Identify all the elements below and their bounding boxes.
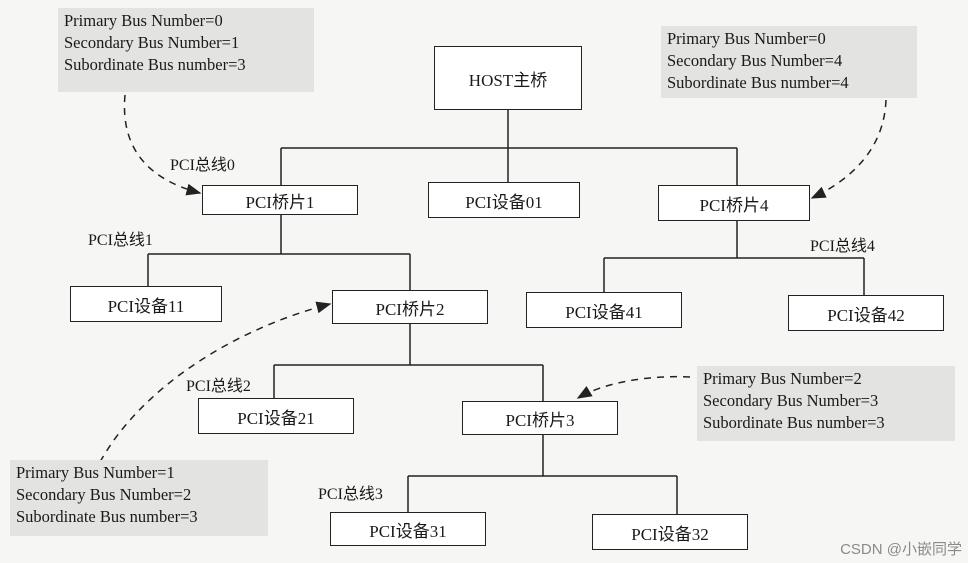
pci-device-42-node: PCI设备42 <box>788 295 944 331</box>
subordinate-bus-number: Subordinate Bus number=3 <box>16 507 198 526</box>
primary-bus-number: Primary Bus Number=1 <box>16 463 175 482</box>
host-bridge-node: HOST主桥 <box>434 46 582 110</box>
pci-bridge-4-node: PCI桥片4 <box>658 185 810 221</box>
bridge2-bus-number-note: Primary Bus Number=1 Secondary Bus Numbe… <box>10 460 268 536</box>
secondary-bus-number: Secondary Bus Number=2 <box>16 485 192 504</box>
secondary-bus-number: Secondary Bus Number=1 <box>64 33 240 52</box>
pci-bridge-1-node: PCI桥片1 <box>202 185 358 215</box>
bus-2-label: PCI总线2 <box>186 378 251 395</box>
pci-device-41-node: PCI设备41 <box>526 292 682 328</box>
bus-3-label: PCI总线3 <box>318 486 383 503</box>
primary-bus-number: Primary Bus Number=0 <box>64 11 223 30</box>
subordinate-bus-number: Subordinate Bus number=3 <box>703 413 885 432</box>
primary-bus-number: Primary Bus Number=2 <box>703 369 862 388</box>
bridge4-bus-number-note: Primary Bus Number=0 Secondary Bus Numbe… <box>661 26 917 98</box>
bus-4-label: PCI总线4 <box>810 238 875 255</box>
pci-device-01-node: PCI设备01 <box>428 182 580 218</box>
pci-device-31-node: PCI设备31 <box>330 512 486 546</box>
pci-device-21-node: PCI设备21 <box>198 398 354 434</box>
secondary-bus-number: Secondary Bus Number=3 <box>703 391 879 410</box>
bridge1-bus-number-note: Primary Bus Number=0 Secondary Bus Numbe… <box>58 8 314 92</box>
bus-1-label: PCI总线1 <box>88 232 153 249</box>
subordinate-bus-number: Subordinate Bus number=4 <box>667 73 849 92</box>
watermark-text: CSDN @小嵌同学 <box>840 541 962 558</box>
pci-device-11-node: PCI设备11 <box>70 286 222 322</box>
primary-bus-number: Primary Bus Number=0 <box>667 29 826 48</box>
bridge3-bus-number-note: Primary Bus Number=2 Secondary Bus Numbe… <box>697 366 955 441</box>
pci-device-32-node: PCI设备32 <box>592 514 748 550</box>
pci-bridge-3-node: PCI桥片3 <box>462 401 618 435</box>
pci-bridge-2-node: PCI桥片2 <box>332 290 488 324</box>
subordinate-bus-number: Subordinate Bus number=3 <box>64 55 246 74</box>
secondary-bus-number: Secondary Bus Number=4 <box>667 51 843 70</box>
bus-0-label: PCI总线0 <box>170 157 235 174</box>
